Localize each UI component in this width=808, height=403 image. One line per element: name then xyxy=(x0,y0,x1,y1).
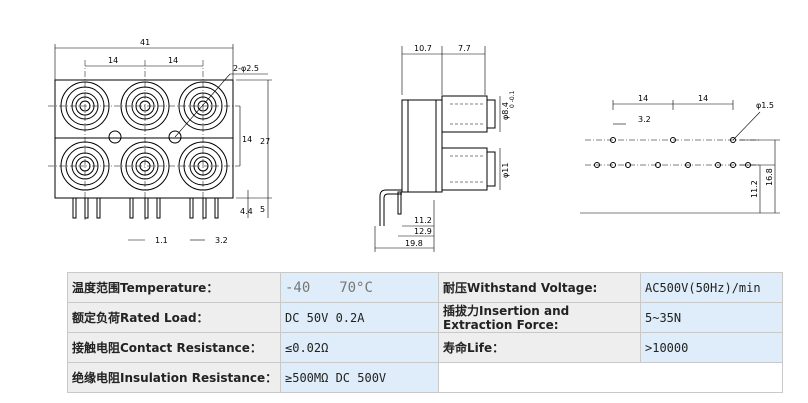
dim-row-pitch: 14 xyxy=(242,135,252,144)
pcb-dim-hole: φ1.5 xyxy=(756,101,774,110)
dim-pitch-left: 14 xyxy=(108,56,118,65)
spec-row: 温度范围Temperature： -40 70°C 耐压Withstand Vo… xyxy=(67,272,783,303)
spec-row: 额定负荷Rated Load： DC 50V 0.2A 插拔力Insertion… xyxy=(67,302,783,333)
mount-hole-left xyxy=(108,130,122,144)
spec-label-rated-load: 额定负荷Rated Load： xyxy=(67,302,281,333)
temp-max: 70°C xyxy=(339,279,373,296)
pcb-layout: 14 14 φ1.5 3.2 11.2 16.8 xyxy=(580,94,780,214)
front-jacks xyxy=(60,81,228,191)
dim-dia-small: φ8.4 xyxy=(501,102,510,120)
dim-bottom-c: 19.8 xyxy=(405,239,423,248)
spec-table: 温度范围Temperature： -40 70°C 耐压Withstand Vo… xyxy=(67,272,783,393)
dim-pin-c: 1.1 xyxy=(155,236,168,245)
spec-value-rated-load: DC 50V 0.2A xyxy=(280,302,439,333)
pcb-dim-pitch-left: 14 xyxy=(638,94,648,103)
side-plug-top xyxy=(441,95,488,133)
pcb-dim-row-a: 11.2 xyxy=(750,180,759,198)
dim-pin-a: 4.4 xyxy=(240,207,253,216)
spec-value-insertion: 5~35N xyxy=(640,302,783,333)
spec-label-life: 寿命Life： xyxy=(438,332,641,363)
spec-label-contact: 接触电阻Contact Resistance： xyxy=(67,332,281,363)
spec-row: 接触电阻Contact Resistance： ≤0.02Ω 寿命Life： >… xyxy=(67,332,783,363)
spec-row: 绝缘电阻Insulation Resistance： ≥500MΩ DC 500… xyxy=(67,362,783,393)
spec-label-withstand: 耐压Withstand Voltage: xyxy=(438,272,641,303)
dim-holes: 2-φ2.5 xyxy=(233,64,259,73)
technical-drawing: 41 14 14 2-φ2.5 14 27 4.4 5 1.1 3.2 10.7… xyxy=(48,38,780,252)
mount-hole-right xyxy=(168,130,182,144)
spec-value-life: >10000 xyxy=(640,332,783,363)
pcb-dim-row-b: 16.8 xyxy=(765,168,774,186)
front-view: 41 14 14 2-φ2.5 14 27 4.4 5 1.1 3.2 xyxy=(48,38,272,245)
pcb-holes xyxy=(594,137,751,168)
dim-pitch-right: 14 xyxy=(168,56,178,65)
side-view: 10.7 7.7 φ8.4 0 -0.1 φ11 11.2 12.9 19.8 xyxy=(374,44,516,252)
pcb-dim-pitch-right: 14 xyxy=(698,94,708,103)
spec-label-temperature: 温度范围Temperature： xyxy=(67,272,281,303)
dim-bottom-b: 12.9 xyxy=(414,227,432,236)
side-plug-bottom xyxy=(441,147,488,191)
spec-label-insertion: 插拔力Insertion and Extraction Force: xyxy=(438,302,641,333)
spec-value-contact: ≤0.02Ω xyxy=(280,332,439,363)
spec-value-insulation: ≥500MΩ DC 500V xyxy=(280,362,439,393)
front-body-outline xyxy=(54,79,234,199)
dim-dia-large: φ11 xyxy=(501,163,510,178)
spec-empty-cell xyxy=(438,362,783,393)
front-pins xyxy=(72,197,219,219)
spec-value-temperature: -40 70°C xyxy=(280,272,439,303)
side-housing xyxy=(401,99,443,193)
dim-height: 27 xyxy=(260,137,270,146)
spec-label-insulation: 绝缘电阻Insulation Resistance： xyxy=(67,362,281,393)
spec-value-withstand: AC500V(50Hz)/min xyxy=(640,272,783,303)
pcb-dim-offset: 3.2 xyxy=(638,115,651,124)
dim-total-width: 41 xyxy=(140,38,150,47)
dim-bottom-a: 11.2 xyxy=(414,216,432,225)
dim-top-b: 7.7 xyxy=(458,44,471,53)
dim-top-a: 10.7 xyxy=(414,44,432,53)
dim-pin-b: 5 xyxy=(260,205,265,214)
temp-min: -40 xyxy=(285,279,311,296)
dim-pin-d: 3.2 xyxy=(215,236,228,245)
dim-dia-small-tol: 0 -0.1 xyxy=(509,90,516,108)
